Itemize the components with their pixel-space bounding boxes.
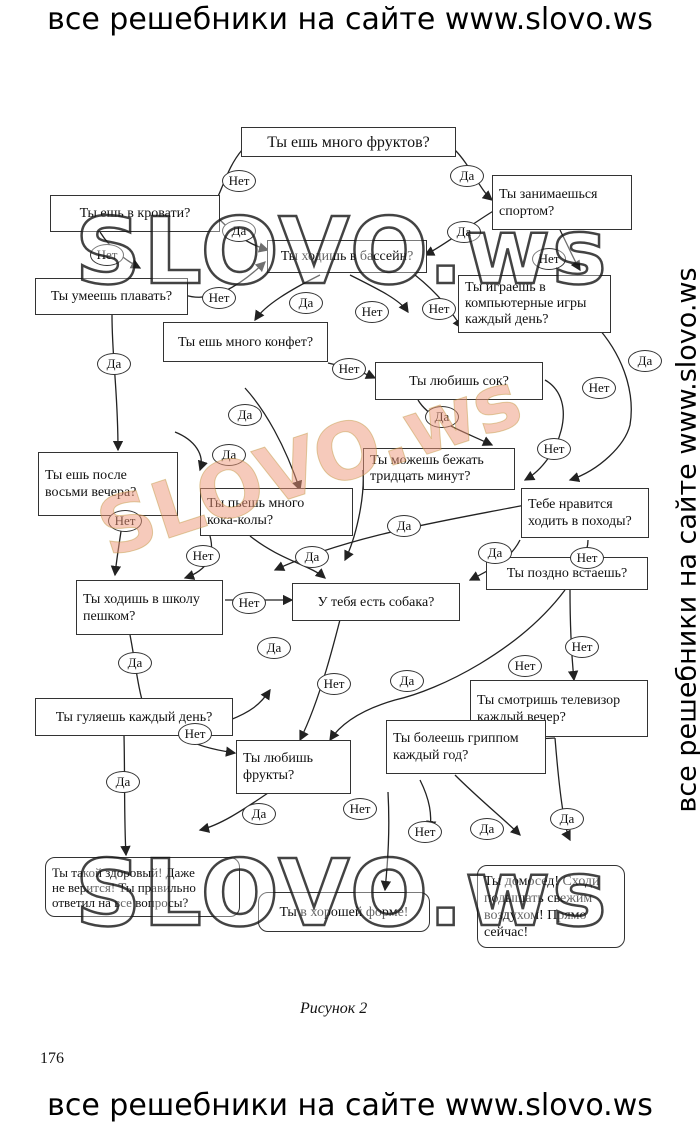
label-yes: Да bbox=[106, 771, 140, 793]
question-cola: Ты пьешь много кока-колы? bbox=[200, 488, 353, 536]
label-no: Нет bbox=[178, 723, 212, 745]
label-no: Нет bbox=[332, 358, 366, 380]
label-yes: Да bbox=[387, 515, 421, 537]
label-yes: Да bbox=[222, 220, 256, 242]
label-yes: Да bbox=[242, 803, 276, 825]
result-good-shape: Ты в хорошей форме! bbox=[258, 892, 430, 932]
label-no: Нет bbox=[222, 170, 256, 192]
label-no: Нет bbox=[202, 287, 236, 309]
label-yes: Да bbox=[470, 818, 504, 840]
question-fruits-many: Ты ешь много фруктов? bbox=[241, 127, 456, 157]
label-no: Нет bbox=[537, 438, 571, 460]
question-walk-to-school: Ты ходишь в школу пешком? bbox=[76, 580, 223, 635]
watermark-top: SLOVO.ws bbox=[74, 197, 609, 307]
label-no: Нет bbox=[232, 592, 266, 614]
label-no: Нет bbox=[90, 244, 124, 266]
label-yes: Да bbox=[478, 542, 512, 564]
label-no: Нет bbox=[570, 547, 604, 569]
label-yes: Да bbox=[289, 292, 323, 314]
question-love-fruit: Ты любишь фрукты? bbox=[236, 740, 351, 794]
question-run-thirty: Ты можешь бежать тридцать минут? bbox=[363, 448, 515, 490]
page-number: 176 bbox=[40, 1050, 64, 1067]
label-yes: Да bbox=[550, 808, 584, 830]
label-yes: Да bbox=[295, 546, 329, 568]
result-homebody: Ты домосед! Сходи подышать свежим воздух… bbox=[477, 865, 625, 948]
question-dog: У тебя есть собака? bbox=[292, 583, 460, 621]
site-banner-top: все решебники на сайте www.slovo.ws bbox=[47, 2, 653, 37]
question-after-eight: Ты ешь после восьми вечера? bbox=[38, 452, 178, 516]
label-no: Нет bbox=[532, 248, 566, 270]
question-computer-games: Ты играешь в компьютерные игры каждый де… bbox=[458, 275, 611, 333]
label-no: Нет bbox=[565, 636, 599, 658]
site-banner-bottom: все решебники на сайте www.slovo.ws bbox=[47, 1088, 653, 1123]
label-no: Нет bbox=[108, 510, 142, 532]
question-juice: Ты любишь сок? bbox=[375, 362, 543, 400]
label-no: Нет bbox=[408, 821, 442, 843]
label-yes: Да bbox=[390, 670, 424, 692]
question-flu: Ты болеешь гриппом каждый год? bbox=[386, 720, 546, 774]
question-swim: Ты умеешь плавать? bbox=[35, 278, 188, 315]
label-no: Нет bbox=[355, 301, 389, 323]
label-yes: Да bbox=[228, 404, 262, 426]
label-yes: Да bbox=[257, 637, 291, 659]
label-yes: Да bbox=[447, 221, 481, 243]
label-yes: Да bbox=[212, 444, 246, 466]
label-no: Нет bbox=[343, 798, 377, 820]
label-yes: Да bbox=[628, 350, 662, 372]
question-pool: Ты ходишь в бассейн? bbox=[267, 240, 427, 273]
question-hiking: Тебе нравится ходить в походы? bbox=[521, 488, 649, 538]
question-candy: Ты ешь много конфет? bbox=[163, 322, 328, 362]
label-no: Нет bbox=[582, 377, 616, 399]
label-no: Нет bbox=[508, 655, 542, 677]
label-no: Нет bbox=[317, 673, 351, 695]
watermark-bottom: SLOVO.ws bbox=[74, 839, 609, 949]
label-yes: Да bbox=[97, 353, 131, 375]
figure-caption: Рисунок 2 bbox=[300, 1000, 368, 1017]
label-yes: Да bbox=[450, 165, 484, 187]
result-healthy: Ты такой здоровый! Даже не верится! Ты п… bbox=[45, 857, 240, 917]
label-yes: Да bbox=[425, 406, 459, 428]
label-yes: Да bbox=[118, 652, 152, 674]
label-no: Нет bbox=[186, 545, 220, 567]
label-no: Нет bbox=[422, 298, 456, 320]
question-eat-in-bed: Ты ешь в кровати? bbox=[50, 195, 220, 232]
question-late-wake: Ты поздно встаешь? bbox=[486, 557, 648, 590]
question-sport: Ты занимаешься спортом? bbox=[492, 175, 632, 230]
